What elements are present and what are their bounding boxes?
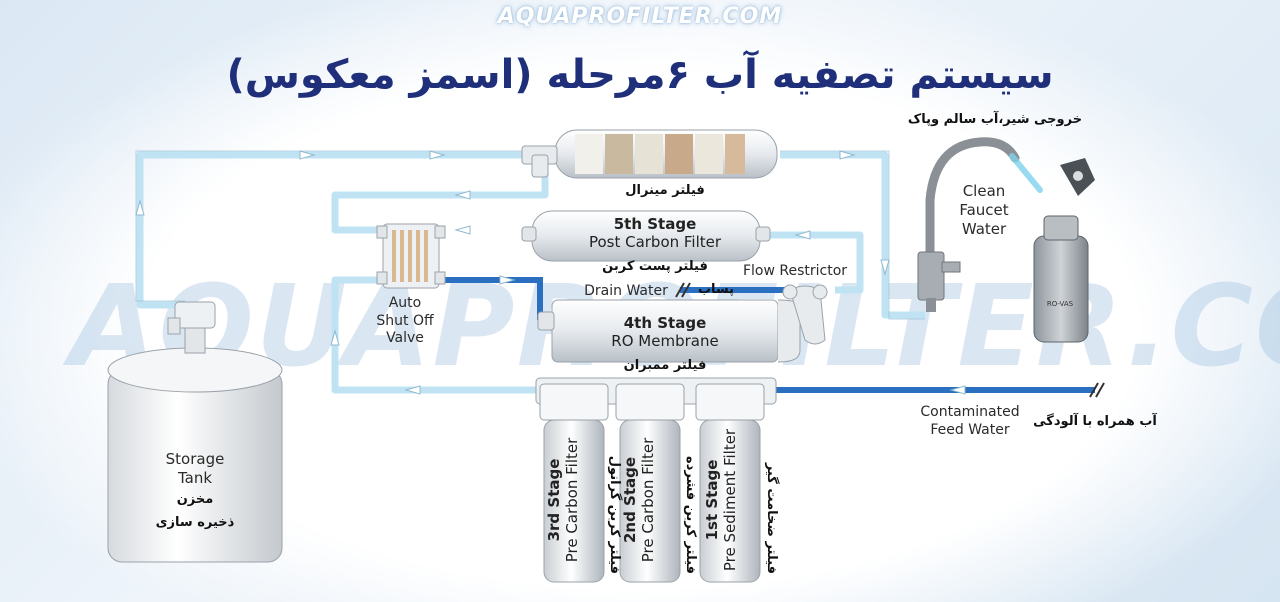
faucet-fa-label: خروجی شیر،آب سالم وپاک <box>907 112 1083 127</box>
drain-fa-label: پساب <box>697 282 735 297</box>
tank-label: Storage Tank <box>140 450 250 488</box>
stage5-name: Post Carbon Filter <box>588 233 722 251</box>
stage1-title: 1st Stage <box>703 459 721 541</box>
stage4-fa-label: فیلتر ممبران <box>623 358 707 373</box>
stage5-label: 5th Stage Post Carbon Filter <box>560 215 750 251</box>
stage2-title: 2nd Stage <box>621 456 639 544</box>
auto-shutoff-label: Auto Shut Off Valve <box>360 295 450 348</box>
stage1-fa-label: فیلتر ضخامت گیر <box>764 462 779 574</box>
stage1-name: Pre Sediment Filter <box>721 428 739 572</box>
bottle <box>1033 158 1095 343</box>
tank-line1: Storage <box>165 450 225 468</box>
stage2-fa-label: فیلتر کربن فشرده <box>683 456 698 574</box>
stage3-housing <box>539 383 609 583</box>
tank-fa-line1: مخزن <box>176 492 214 507</box>
bottle-brand: RO-VAS <box>1046 300 1074 308</box>
stage5-title: 5th Stage <box>613 215 697 233</box>
break-marks <box>675 282 1105 398</box>
clean-faucet-line3: Water <box>961 219 1007 238</box>
stage3-fa-label: فیلتر کربن گرانول <box>607 455 622 574</box>
post-carbon-filter <box>521 210 771 262</box>
flow-arrows <box>135 150 966 395</box>
clean-faucet-label: Clean Faucet Water <box>948 182 1020 238</box>
feed-water-label: Contaminated Feed Water <box>905 404 1035 439</box>
flow-restrictor-label: Flow Restrictor <box>742 263 848 279</box>
stage4-name: RO Membrane <box>611 332 719 350</box>
pipe-outline <box>135 150 925 320</box>
clean-faucet-line1: Clean <box>962 182 1006 200</box>
stage2-label: 2nd Stage Pre Carbon Filter <box>621 425 659 575</box>
mineral-filter-label: فیلتر مینرال <box>625 183 705 198</box>
feed-water-fa-label: آب همراه با آلودگی <box>1033 414 1157 429</box>
stage1-housing <box>695 383 765 583</box>
tank-fa-line2: ذخیره سازی <box>155 515 235 530</box>
ro-membrane-filter <box>537 284 828 363</box>
pre-filter-housings <box>535 377 777 583</box>
storage-tank <box>107 301 283 563</box>
stage4-title: 4th Stage <box>623 314 707 332</box>
stage2-name: Pre Carbon Filter <box>639 437 657 563</box>
stage5-fa-label: فیلتر پست کربن <box>602 259 708 274</box>
clean-faucet-line2: Faucet <box>959 200 1009 219</box>
stage3-label: 3rd Stage Pre Carbon Filter <box>545 425 583 575</box>
feed-water-line2: Feed Water <box>930 421 1010 438</box>
faucet <box>917 137 1043 312</box>
stage3-name: Pre Carbon Filter <box>563 437 581 563</box>
feed-water-line1: Contaminated <box>920 404 1020 420</box>
stage3-title: 3rd Stage <box>545 458 563 542</box>
mineral-filter <box>521 129 778 179</box>
page-title: سیستم تصفیه آب ۶مرحله (اسمز معکوس) <box>226 52 1054 98</box>
auto-shutoff-valve <box>376 223 446 289</box>
auto-shutoff-line2: Shut Off <box>376 312 434 329</box>
auto-shutoff-line1: Auto <box>388 295 422 311</box>
stage4-label: 4th Stage RO Membrane <box>580 314 750 350</box>
drain-water-label: Drain Water <box>584 283 668 299</box>
purified-water-pipes <box>136 151 925 394</box>
feed-water-pipes <box>420 277 1095 393</box>
tank-line2: Tank <box>177 468 213 487</box>
site-name: AQUAPROFILTER.COM <box>497 4 783 29</box>
stage1-label: 1st Stage Pre Sediment Filter <box>703 420 741 580</box>
stage2-housing <box>615 383 685 583</box>
auto-shutoff-line3: Valve <box>386 330 424 346</box>
